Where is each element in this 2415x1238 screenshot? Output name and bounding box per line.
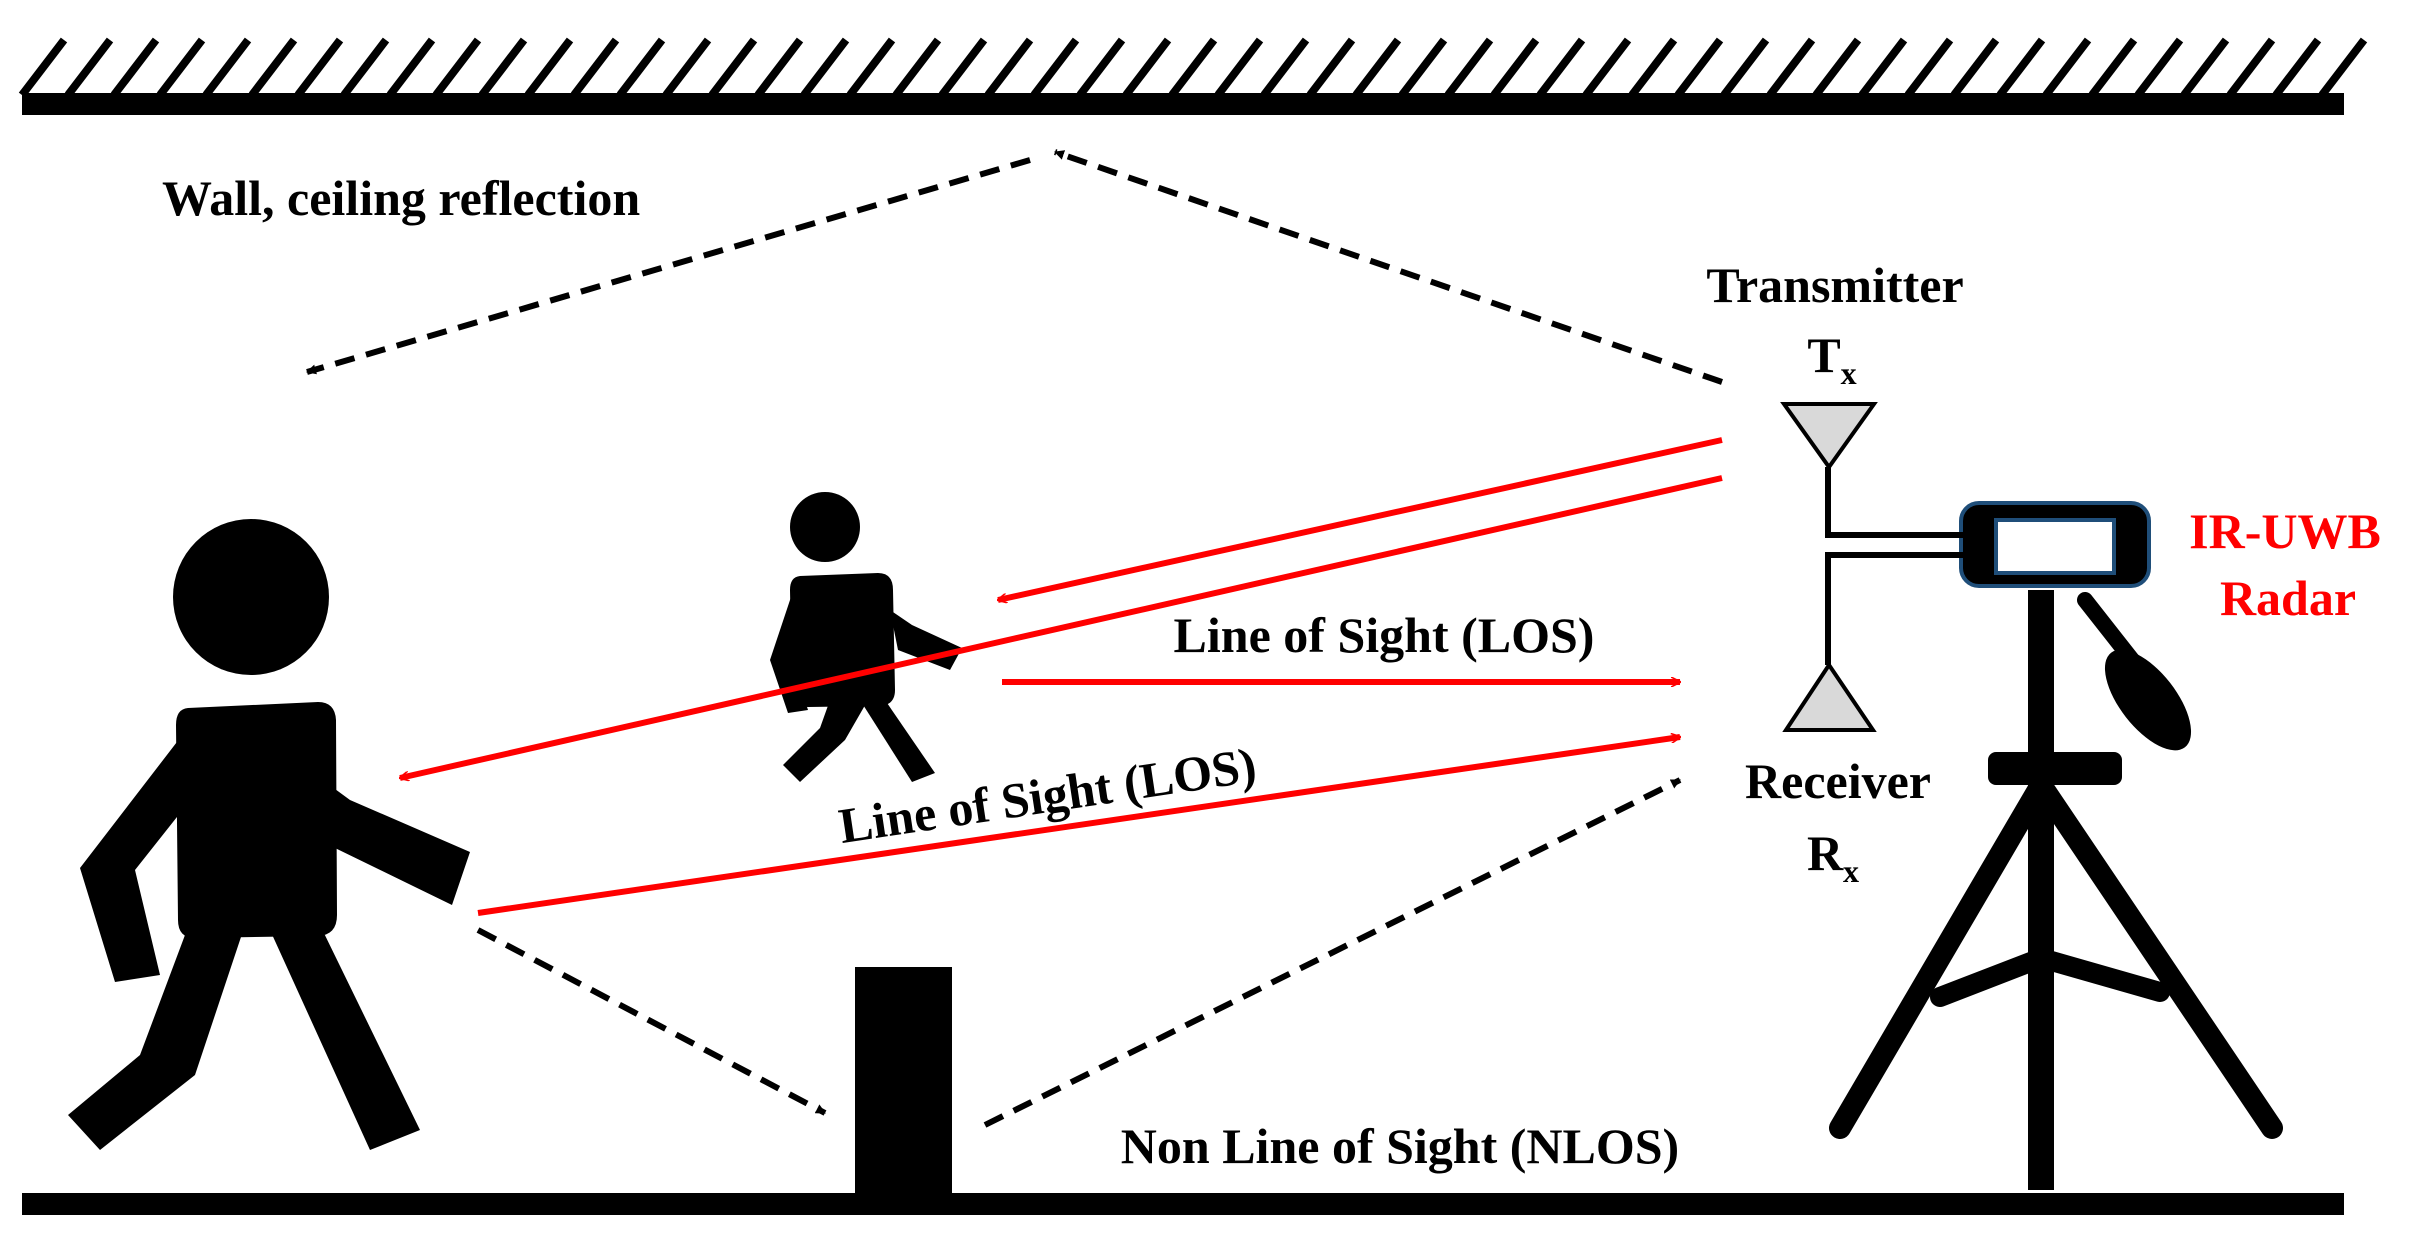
radar-screen [1994, 518, 2116, 575]
tripod-icon [1829, 590, 2283, 1190]
hatch-stroke [1950, 37, 2000, 98]
hatch-stroke [984, 37, 1034, 98]
ceiling-bounce-up [1054, 149, 1723, 385]
hatch-stroke [294, 37, 344, 98]
hatch-stroke [1444, 37, 1494, 98]
hatch-stroke [202, 37, 252, 98]
hatch-stroke [1904, 37, 1954, 98]
hatch-stroke [1582, 37, 1632, 98]
ceiling-bounce-down [306, 157, 1031, 375]
los-tx-to-large-person [400, 475, 1723, 778]
hatch-stroke [110, 37, 160, 98]
antenna-wiring [1825, 467, 1963, 665]
tx-label: Tx [1807, 327, 1856, 391]
hatch-stroke [2318, 37, 2368, 98]
hatch-stroke [1858, 37, 1908, 98]
hatch-stroke [1076, 37, 1126, 98]
nlos-from-obstacle [983, 777, 1682, 1128]
hatch-stroke [1260, 37, 1310, 98]
hatch-stroke [1398, 37, 1448, 98]
obstacle-block [855, 967, 952, 1195]
hatch-stroke [1996, 37, 2046, 98]
hatch-stroke [846, 37, 896, 98]
hatch-stroke [156, 37, 206, 98]
hatch-stroke [432, 37, 482, 98]
tx-label-sub: x [1841, 355, 1857, 391]
hatch-stroke [248, 37, 298, 98]
rx-label-sub: x [1843, 853, 1859, 889]
hatch-stroke [1306, 37, 1356, 98]
hatch-stroke [2180, 37, 2230, 98]
los-label-upper: Line of Sight (LOS) [1174, 607, 1595, 663]
hatch-stroke [1766, 37, 1816, 98]
hatch-stroke [18, 37, 68, 98]
hatch-stroke [1214, 37, 1264, 98]
hatch-stroke [1536, 37, 1586, 98]
hatch-stroke [662, 37, 712, 98]
radar-device [1959, 501, 2151, 588]
hatch-stroke [1812, 37, 1862, 98]
radar-label-line1: IR-UWB [2189, 503, 2381, 559]
hatch-stroke [1628, 37, 1678, 98]
rx-label: Rx [1807, 825, 1859, 889]
hatch-stroke [754, 37, 804, 98]
radar-label-line2: Radar [2220, 570, 2356, 626]
receiver-label: Receiver [1745, 753, 1931, 809]
hatch-stroke [892, 37, 942, 98]
person-large-icon [68, 519, 470, 1150]
hatch-stroke [1168, 37, 1218, 98]
tripod-head [1988, 752, 2122, 785]
tx-label-main: T [1807, 327, 1840, 383]
hatch-stroke [1030, 37, 1080, 98]
hatch-stroke [2088, 37, 2138, 98]
tripod-handle-grip [2104, 649, 2192, 751]
ceiling-line [22, 93, 2344, 115]
nlos-label: Non Line of Sight (NLOS) [1121, 1118, 1679, 1174]
reflection-label: Wall, ceiling reflection [162, 170, 640, 226]
rx-label-main: R [1807, 825, 1844, 881]
hatch-stroke [2134, 37, 2184, 98]
hatch-stroke [616, 37, 666, 98]
hatch-stroke [2226, 37, 2276, 98]
hatch-stroke [800, 37, 850, 98]
transmitter-label: Transmitter [1706, 257, 1963, 313]
hatch-stroke [570, 37, 620, 98]
hatch-stroke [478, 37, 528, 98]
nlos-paths [306, 149, 1723, 1128]
hatch-stroke [1122, 37, 1172, 98]
los-large-person-to-rx [477, 737, 1680, 916]
hatch-stroke [64, 37, 114, 98]
los-paths [400, 437, 1723, 916]
ceiling [18, 37, 2368, 115]
hatch-stroke [340, 37, 390, 98]
hatch-stroke [708, 37, 758, 98]
hatch-stroke [2272, 37, 2322, 98]
hatch-stroke [2042, 37, 2092, 98]
hatch-stroke [386, 37, 436, 98]
hatch-stroke [524, 37, 574, 98]
hatch-stroke [938, 37, 988, 98]
hatch-stroke [1352, 37, 1402, 98]
ceiling-hatching [18, 37, 2368, 98]
nlos-to-obstacle [476, 927, 827, 1116]
person-small-icon [770, 492, 962, 782]
los-tx-to-small-person [998, 437, 1723, 600]
hatch-stroke [1720, 37, 1770, 98]
tripod-mast [2028, 590, 2054, 1190]
floor-line [22, 1193, 2344, 1215]
transmitter-antenna-icon [1780, 402, 1878, 471]
hatch-stroke [1490, 37, 1540, 98]
receiver-antenna-icon [1782, 661, 1877, 732]
hatch-stroke [1674, 37, 1724, 98]
